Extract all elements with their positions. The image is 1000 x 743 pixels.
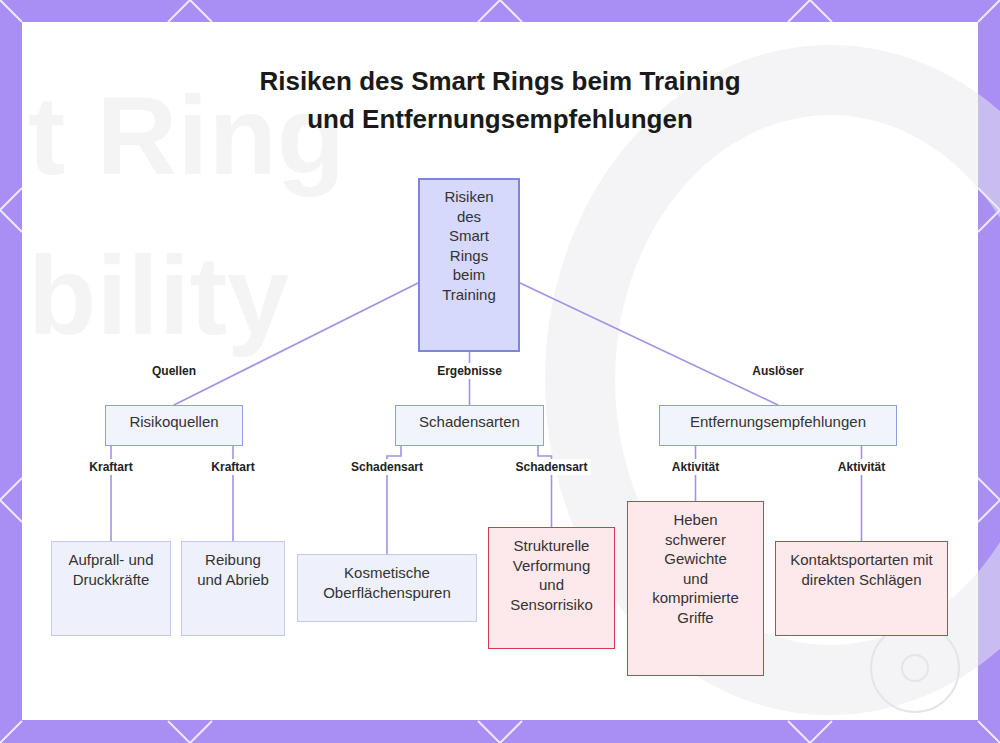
edge-label: Aktivität: [669, 459, 722, 475]
edge-label: Kraftart: [86, 459, 135, 475]
edge-label: Kraftart: [208, 459, 257, 475]
edge-label: Ergebnisse: [434, 363, 505, 379]
leaf-box: Kosmetische Oberflächenspuren: [297, 554, 477, 622]
node-text: Kosmetische Oberflächenspuren: [310, 563, 464, 602]
leaf-box: Aufprall- und Druckkräfte: [51, 541, 171, 636]
connector-line: [520, 283, 778, 405]
warning-box: Strukturelle Verformung und Sensorrisiko: [488, 527, 615, 649]
category-box: Risikoquellen: [105, 405, 243, 446]
edge-label: Auslöser: [749, 363, 806, 379]
diagram-title: Risiken des Smart Rings beim Training un…: [210, 62, 790, 138]
node-text: Kontaktsportarten mit direkten Schlägen: [790, 550, 933, 589]
leaf-box: Reibung und Abrieb: [181, 541, 285, 636]
warning-box: Kontaktsportarten mit direkten Schlägen: [775, 541, 948, 636]
edge-label: Aktivität: [835, 459, 888, 475]
edge-label: Quellen: [149, 363, 199, 379]
node-text: Aufprall- und Druckkräfte: [66, 550, 156, 589]
watermark: t Ring: [28, 80, 345, 192]
node-text: Entfernungsempfehlungen: [690, 412, 866, 432]
category-box: Schadensarten: [395, 405, 544, 446]
node-text: Heben schwerer Gewichte und komprimierte…: [652, 510, 739, 627]
watermark: bility: [28, 240, 289, 352]
node-text: Reibung und Abrieb: [196, 550, 270, 589]
node-text: Schadensarten: [419, 412, 520, 432]
edge-label: Schadensart: [512, 459, 590, 475]
connector-line: [174, 283, 418, 405]
node-text: Risiken des Smart Rings beim Training: [441, 187, 497, 304]
root-node: Risiken des Smart Rings beim Training: [418, 178, 520, 352]
node-text: Strukturelle Verformung und Sensorrisiko: [501, 536, 602, 614]
warning-box: Heben schwerer Gewichte und komprimierte…: [627, 501, 764, 676]
edge-label: Schadensart: [348, 459, 426, 475]
category-box: Entfernungsempfehlungen: [659, 405, 897, 446]
node-text: Risikoquellen: [129, 412, 218, 432]
